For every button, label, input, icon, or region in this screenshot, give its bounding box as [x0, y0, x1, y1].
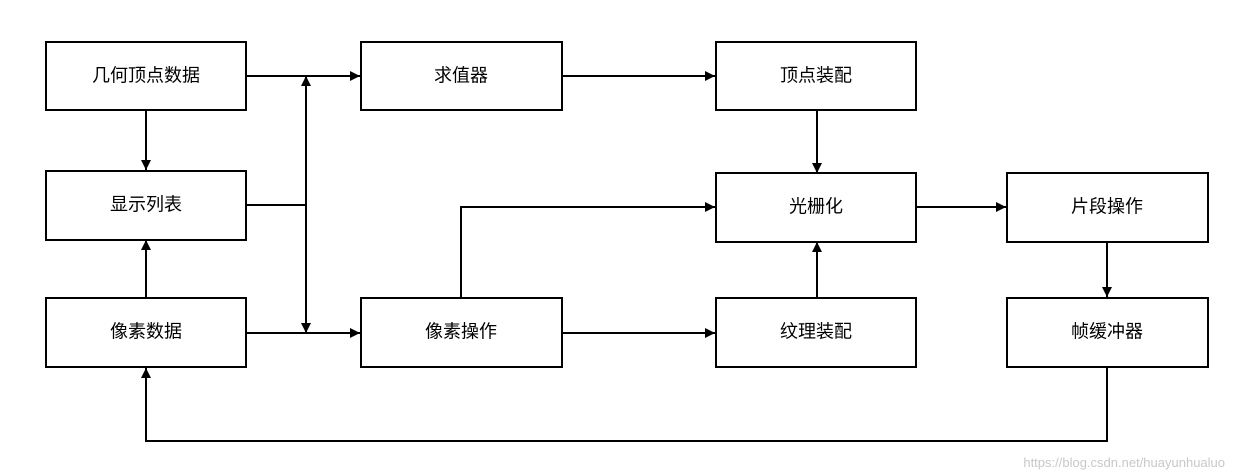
node-label: 光栅化 [789, 197, 843, 218]
node-geometry-vertex-data: 几何顶点数据 [45, 41, 247, 111]
node-frame-buffer: 帧缓冲器 [1006, 297, 1209, 368]
node-texture-assembly: 纹理装配 [715, 297, 917, 368]
node-display-list: 显示列表 [45, 170, 247, 241]
watermark: https://blog.csdn.net/huayunhualuo [1023, 455, 1225, 470]
node-label: 显示列表 [110, 195, 182, 216]
node-vertex-assembly: 顶点装配 [715, 41, 917, 111]
node-label: 片段操作 [1071, 197, 1143, 218]
node-label: 像素数据 [110, 322, 182, 343]
edge-framebuffer-to-pixel-data [141, 367, 1108, 442]
node-evaluator: 求值器 [360, 41, 563, 111]
edges [141, 71, 1112, 442]
node-fragment-operations: 片段操作 [1006, 172, 1209, 243]
node-label: 几何顶点数据 [92, 66, 200, 87]
edge-pixel-ops-to-raster [460, 202, 715, 298]
node-rasterization: 光栅化 [715, 172, 917, 243]
node-pixel-data: 像素数据 [45, 297, 247, 368]
node-pixel-operations: 像素操作 [360, 297, 563, 368]
node-label: 顶点装配 [780, 66, 852, 87]
node-label: 求值器 [434, 66, 488, 87]
node-label: 纹理装配 [780, 322, 852, 343]
node-label: 帧缓冲器 [1071, 322, 1143, 343]
node-label: 像素操作 [425, 322, 497, 343]
